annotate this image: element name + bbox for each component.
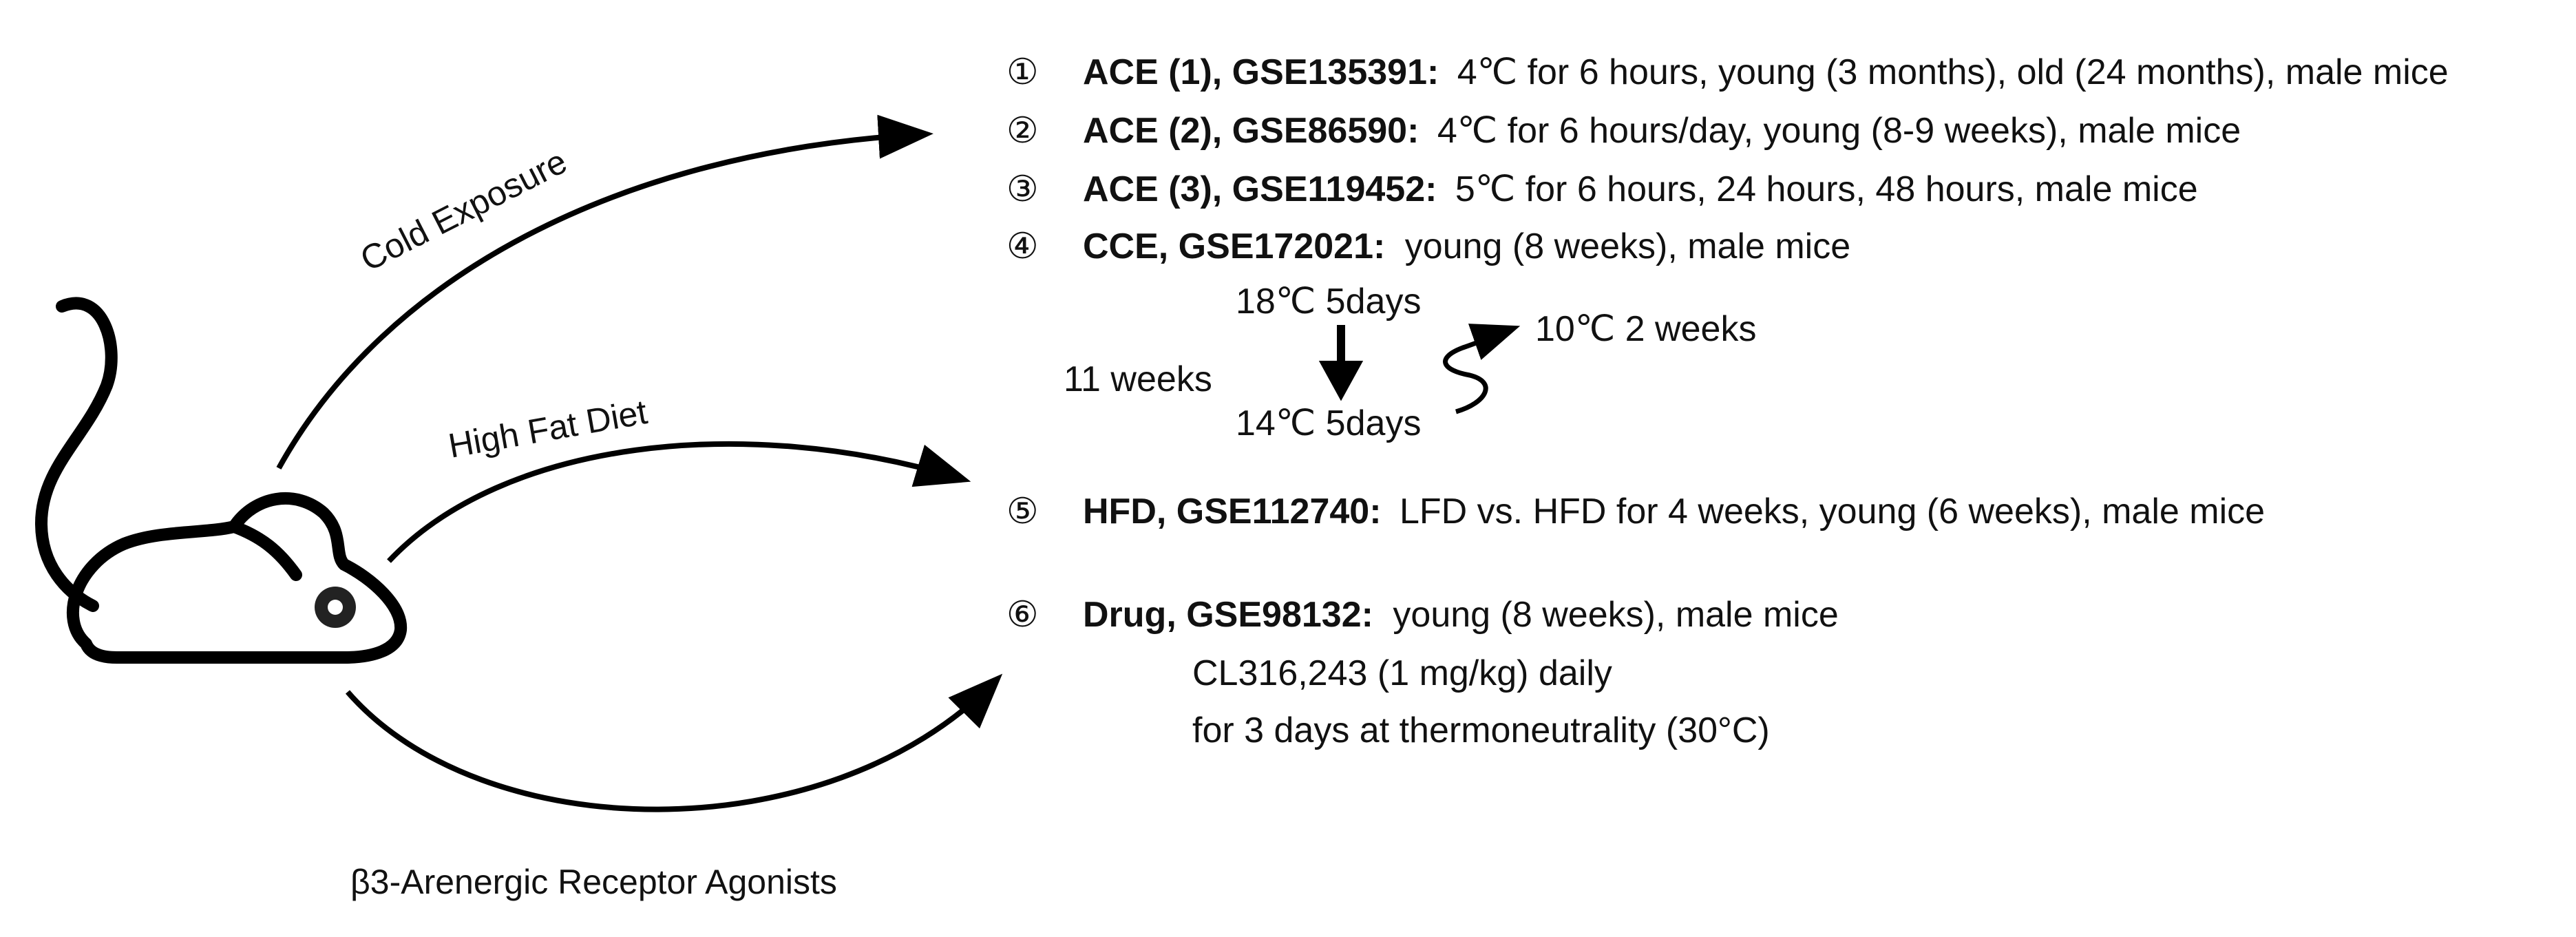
mouse-ear xyxy=(228,520,302,581)
cce-down-arrow xyxy=(1318,325,1364,401)
drug-detail-line-2: for 3 days at thermoneutrality (30°C) xyxy=(1192,710,1770,750)
item-number: ② xyxy=(1006,111,1039,151)
item-details: 5℃ for 6 hours, 24 hours, 48 hours, male… xyxy=(1455,169,2198,209)
item-details: 4℃ for 6 hours/day, young (8-9 weeks), m… xyxy=(1437,111,2241,151)
item-details: young (8 weeks), male mice xyxy=(1393,595,1838,635)
drug-detail-line-1: CL316,243 (1 mg/kg) daily xyxy=(1192,653,1612,693)
list-item-3: ③ ACE (3), GSE119452: 5℃ for 6 hours, 24… xyxy=(1006,169,2198,209)
mouse-body xyxy=(66,492,408,664)
item-number: ③ xyxy=(1006,169,1039,209)
item-number: ① xyxy=(1006,52,1039,92)
list-item-6: ⑥ Drug, GSE98132: young (8 weeks), male … xyxy=(1006,595,1839,635)
cce-squiggle-arrow xyxy=(1443,324,1521,414)
item-dataset: CCE, GSE172021: xyxy=(1083,227,1385,266)
item-number: ④ xyxy=(1006,227,1039,266)
mouse-tail xyxy=(35,297,118,612)
item-dataset: ACE (3), GSE119452: xyxy=(1083,169,1437,209)
item-number: ⑥ xyxy=(1006,595,1039,635)
item-dataset: ACE (1), GSE135391: xyxy=(1083,52,1439,92)
item-dataset: ACE (2), GSE86590: xyxy=(1083,111,1419,151)
cce-age-label: 11 weeks xyxy=(1064,359,1212,399)
list-item-2: ② ACE (2), GSE86590: 4℃ for 6 hours/day,… xyxy=(1006,111,2241,151)
cce-step-10c: 10℃ 2 weeks xyxy=(1535,309,1756,349)
drug-label: β3-Arenergic Receptor Agonists xyxy=(350,863,837,901)
mouse-icon xyxy=(35,297,408,664)
list-item-4: ④ CCE, GSE172021: young (8 weeks), male … xyxy=(1006,227,1850,266)
item-details: LFD vs. HFD for 4 weeks, young (6 weeks)… xyxy=(1400,492,2265,531)
cce-step-14c: 14℃ 5days xyxy=(1236,403,1421,443)
cold-exposure-label: Cold Exposure xyxy=(355,142,573,279)
high-fat-diet-arrow xyxy=(387,441,971,563)
list-item-5: ⑤ HFD, GSE112740: LFD vs. HFD for 4 week… xyxy=(1006,492,2265,531)
cold-exposure-arrow xyxy=(276,114,933,470)
item-dataset: Drug, GSE98132: xyxy=(1083,595,1373,635)
list-item-1: ① ACE (1), GSE135391: 4℃ for 6 hours, yo… xyxy=(1006,52,2449,92)
item-details: 4℃ for 6 hours, young (3 months), old (2… xyxy=(1457,52,2449,92)
drug-arrow xyxy=(345,673,1003,812)
item-details: young (8 weeks), male mice xyxy=(1405,227,1850,266)
item-number: ⑤ xyxy=(1006,492,1039,531)
mouse-eye-highlight xyxy=(328,600,343,615)
item-dataset: HFD, GSE112740: xyxy=(1083,492,1382,531)
cce-step-18c: 18℃ 5days xyxy=(1236,282,1421,322)
